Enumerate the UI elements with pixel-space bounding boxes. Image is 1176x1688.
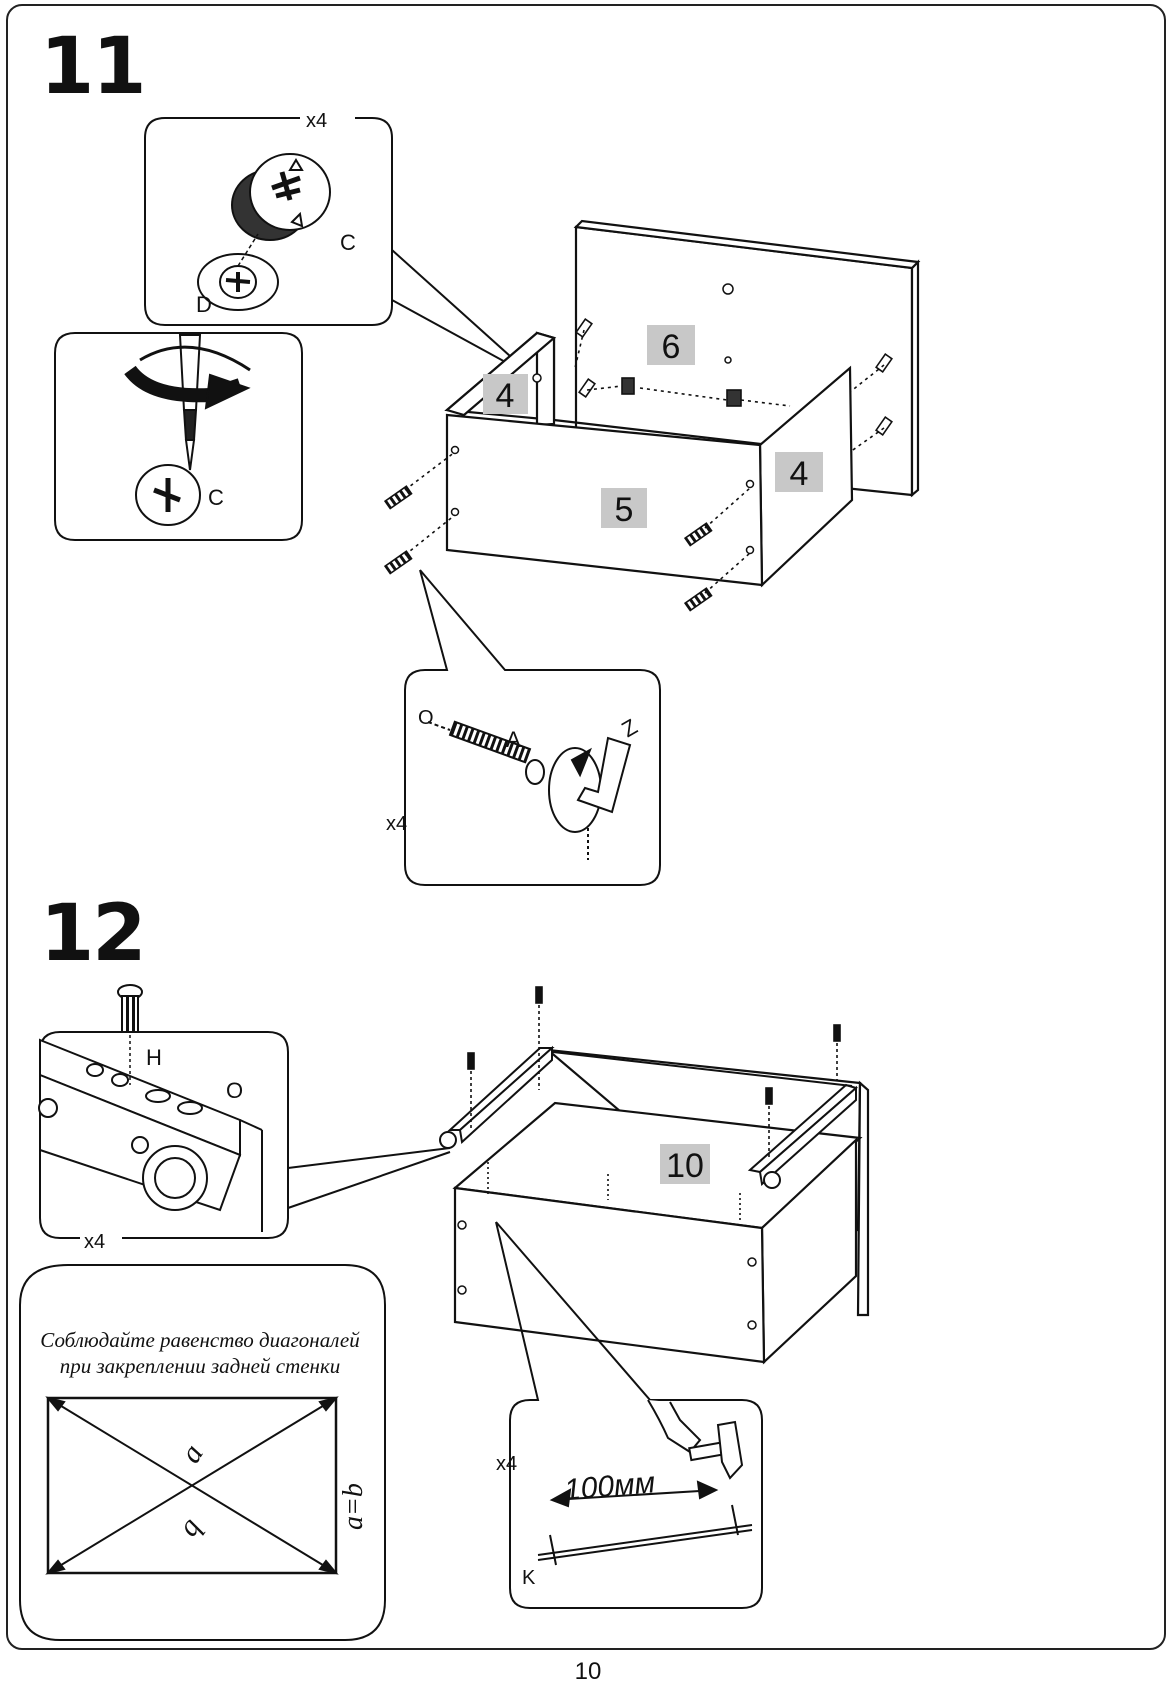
step11-dowels bbox=[574, 318, 893, 453]
drawer-box-step12 bbox=[452, 1048, 870, 1365]
part-10-label: 10 bbox=[666, 1147, 704, 1185]
wood-screw-icon bbox=[117, 984, 143, 1085]
diagonal-note-line2: при закреплении задней стенки bbox=[59, 1354, 341, 1378]
part-10-tag bbox=[660, 1144, 710, 1184]
cam-label: C bbox=[340, 230, 356, 255]
cam-rotate-label: C bbox=[208, 485, 224, 510]
step11-part-tags bbox=[483, 325, 823, 528]
step-12-number: 12 bbox=[40, 889, 147, 979]
part-5-label: 5 bbox=[615, 491, 634, 529]
step11-holes bbox=[450, 283, 755, 555]
cam-fitting-icon bbox=[231, 153, 331, 241]
step11-cam-bolts bbox=[383, 451, 751, 612]
bolt-icon bbox=[427, 720, 545, 785]
rail-closeup-icon bbox=[38, 1038, 263, 1232]
cam-cover-icon bbox=[197, 233, 279, 311]
screwdriver-icon bbox=[124, 334, 251, 471]
cam-cover-label: D bbox=[196, 292, 212, 317]
diagonal-a-label: a bbox=[174, 1439, 210, 1469]
rail-qty-label: x4 bbox=[84, 1231, 105, 1253]
step-11-number: 11 bbox=[40, 22, 147, 112]
diagonal-b-label: b bbox=[176, 1514, 212, 1545]
page-number: 10 bbox=[574, 1658, 602, 1685]
part-4-right-label: 4 bbox=[790, 455, 809, 493]
step12-screws bbox=[467, 986, 841, 1222]
bolt-qty-label: x4 bbox=[386, 813, 407, 835]
drawer-rails bbox=[439, 1045, 859, 1189]
screw-label: H bbox=[146, 1045, 162, 1070]
hex-key-label: Z bbox=[617, 714, 641, 742]
cam-qty-label: x4 bbox=[306, 110, 327, 132]
cam-rotate-icon bbox=[135, 464, 201, 526]
hammer-icon bbox=[647, 1399, 744, 1480]
nail-spacing-label: 100мм bbox=[563, 1466, 657, 1507]
bolt-callout bbox=[404, 569, 661, 886]
cam-tighten-callout bbox=[54, 332, 303, 541]
part-6-label: 6 bbox=[662, 328, 681, 366]
nail-label: K bbox=[522, 1567, 536, 1589]
nail-board-icon bbox=[537, 1480, 753, 1566]
bolt-head-label: O bbox=[418, 707, 434, 729]
page-frame bbox=[6, 4, 1166, 1650]
drawer-box-step11 bbox=[444, 219, 921, 588]
diagonal-note-line1: Соблюдайте равенство диагоналей bbox=[40, 1328, 360, 1352]
nail-qty-label: x4 bbox=[496, 1453, 517, 1475]
diagonal-equality-label: a=b bbox=[338, 1483, 369, 1530]
step12-holes bbox=[457, 1220, 757, 1330]
nail-callout bbox=[495, 1221, 763, 1609]
part-4-left-label: 4 bbox=[496, 377, 515, 415]
hex-key-icon bbox=[548, 736, 632, 860]
rail-callout bbox=[39, 1031, 451, 1239]
bolt-label: A bbox=[506, 727, 521, 752]
cam-lock-callout bbox=[144, 117, 521, 371]
diagonal-note-callout bbox=[19, 1264, 386, 1641]
rail-label: O bbox=[226, 1078, 243, 1103]
